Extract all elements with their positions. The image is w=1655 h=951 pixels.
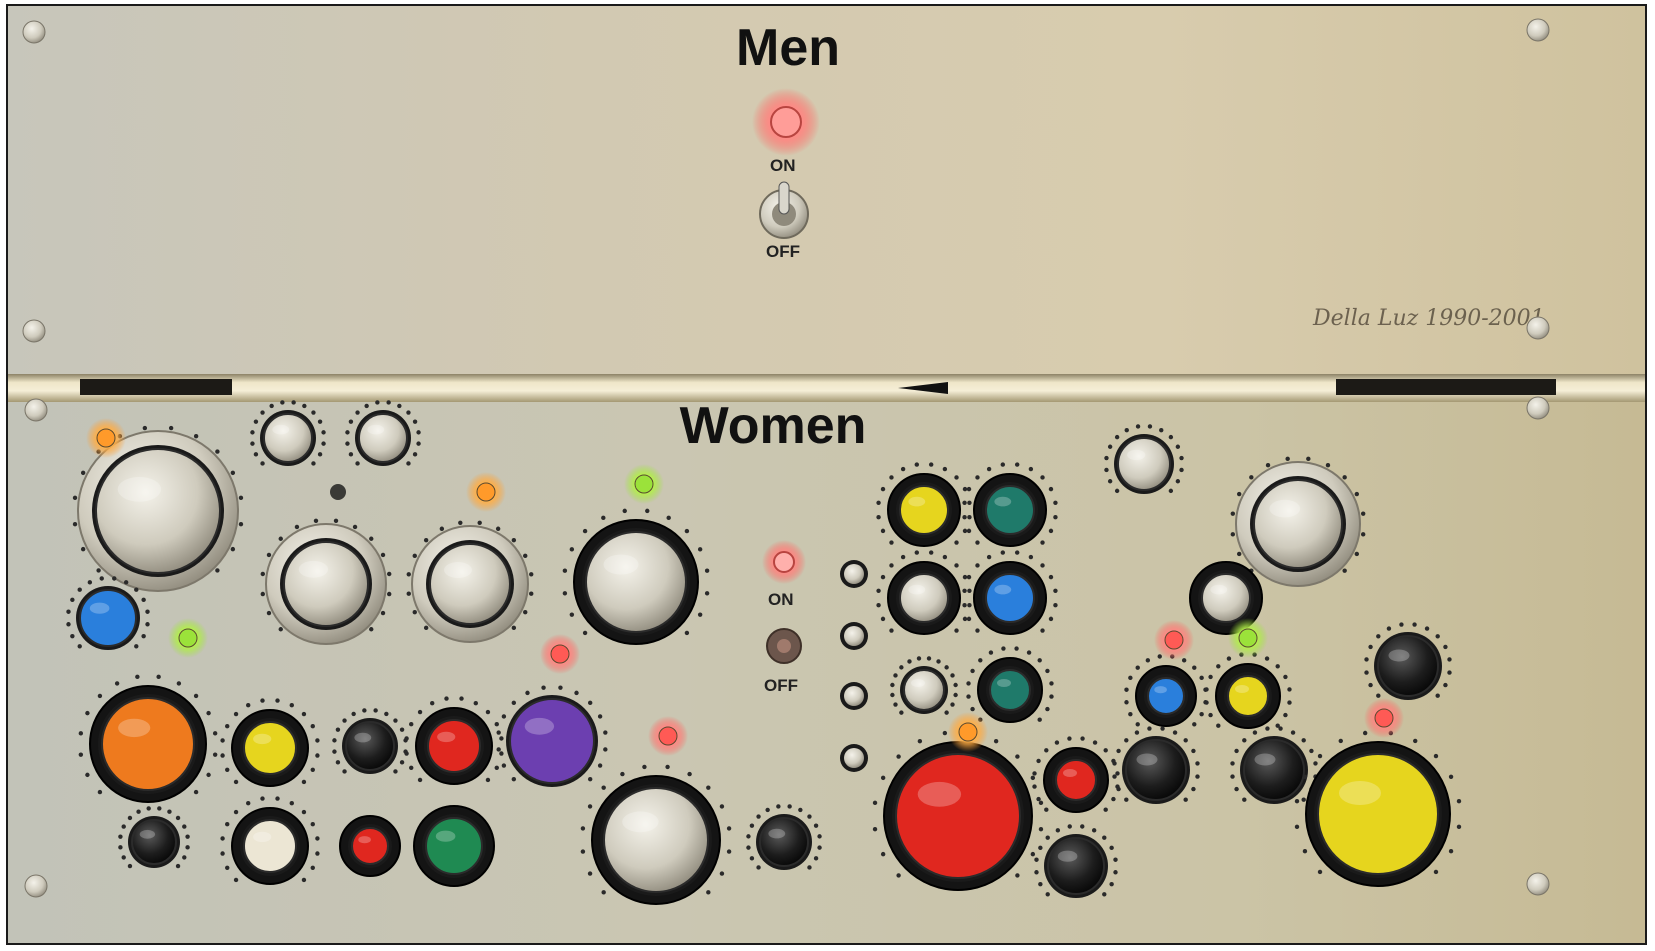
control-knob[interactable] — [78, 674, 218, 803]
control-knob[interactable] — [1230, 726, 1318, 804]
indicator-light — [948, 712, 988, 752]
women-indicator-light — [773, 551, 795, 573]
indicator-light — [1364, 698, 1404, 738]
women-on-label: ON — [768, 590, 794, 609]
indicator-light — [466, 472, 506, 512]
screw-icon — [1526, 316, 1550, 340]
control-knob[interactable] — [1189, 561, 1263, 635]
indicator-light — [330, 484, 346, 500]
push-button[interactable] — [840, 682, 868, 710]
control-knob[interactable] — [1034, 824, 1118, 898]
indicator-light — [1228, 618, 1268, 658]
push-button[interactable] — [840, 622, 868, 650]
screw-icon — [22, 319, 46, 343]
control-knob[interactable] — [339, 815, 401, 877]
screw-icon — [1526, 872, 1550, 896]
men-indicator-light — [770, 106, 802, 138]
control-knob[interactable] — [746, 804, 822, 870]
screw-icon — [24, 874, 48, 898]
control-knob[interactable] — [220, 698, 320, 787]
control-knob[interactable] — [962, 550, 1058, 635]
screw-icons — [22, 18, 1550, 898]
control-knob[interactable] — [220, 796, 320, 885]
screw-icon — [1526, 18, 1550, 42]
control-knob[interactable] — [332, 708, 408, 774]
indicator-light — [540, 634, 580, 674]
control-knob[interactable] — [580, 764, 732, 905]
control-knob[interactable] — [1104, 424, 1184, 494]
control-knob[interactable] — [890, 656, 958, 715]
artist-signature: Della Luz 1990-2001 — [1313, 306, 1545, 331]
men-off-label: OFF — [766, 242, 800, 261]
indicator-light-group — [86, 418, 1404, 756]
screw-icon — [24, 398, 48, 422]
control-knob[interactable] — [72, 425, 244, 592]
control-knob[interactable] — [962, 462, 1058, 547]
indicator-light — [1154, 620, 1194, 660]
control-knob[interactable] — [1112, 726, 1200, 804]
indicator-light — [86, 418, 126, 458]
men-on-label: ON — [770, 156, 796, 175]
screw-icon — [22, 20, 46, 44]
control-knob[interactable] — [1294, 730, 1462, 887]
control-knob[interactable] — [1124, 654, 1208, 727]
control-knob[interactable] — [1364, 622, 1452, 700]
divider-arrow-icon — [898, 382, 948, 394]
push-button[interactable] — [840, 560, 868, 588]
control-knob[interactable] — [562, 508, 710, 645]
control-knob[interactable] — [1032, 736, 1120, 813]
control-knob[interactable] — [345, 400, 421, 466]
men-title: Men — [736, 19, 840, 77]
women-title: Women — [679, 397, 867, 455]
indicator-light — [648, 716, 688, 756]
men-panel — [8, 6, 1645, 374]
indicator-light — [168, 618, 208, 658]
control-knob[interactable] — [872, 730, 1044, 891]
men-toggle-switch[interactable] — [759, 181, 809, 239]
control-knob[interactable] — [413, 805, 495, 887]
control-knob[interactable] — [876, 550, 972, 635]
control-knob[interactable] — [260, 518, 392, 645]
women-off-label: OFF — [764, 676, 798, 695]
divider-dark-strip-left — [80, 379, 232, 395]
knob-group — [66, 400, 1462, 905]
controls-layer — [22, 18, 1556, 905]
control-knob[interactable] — [406, 520, 534, 643]
indicator-light — [624, 464, 664, 504]
women-toggle-switch[interactable] — [766, 628, 802, 664]
panel-frame: Men Women ON OFF ON OFF Della Luz 1990-2… — [6, 4, 1647, 945]
control-knob[interactable] — [404, 696, 504, 785]
divider-dark-strip-right — [1336, 379, 1556, 395]
control-knob[interactable] — [118, 806, 190, 869]
control-knob[interactable] — [496, 685, 608, 787]
push-button[interactable] — [840, 744, 868, 772]
screw-icon — [1526, 396, 1550, 420]
control-knob[interactable] — [250, 400, 326, 466]
control-knob[interactable] — [1230, 456, 1366, 587]
control-knob[interactable] — [66, 576, 150, 650]
control-knob[interactable] — [876, 462, 972, 547]
control-knob[interactable] — [966, 646, 1054, 723]
control-knob[interactable] — [1204, 652, 1292, 729]
